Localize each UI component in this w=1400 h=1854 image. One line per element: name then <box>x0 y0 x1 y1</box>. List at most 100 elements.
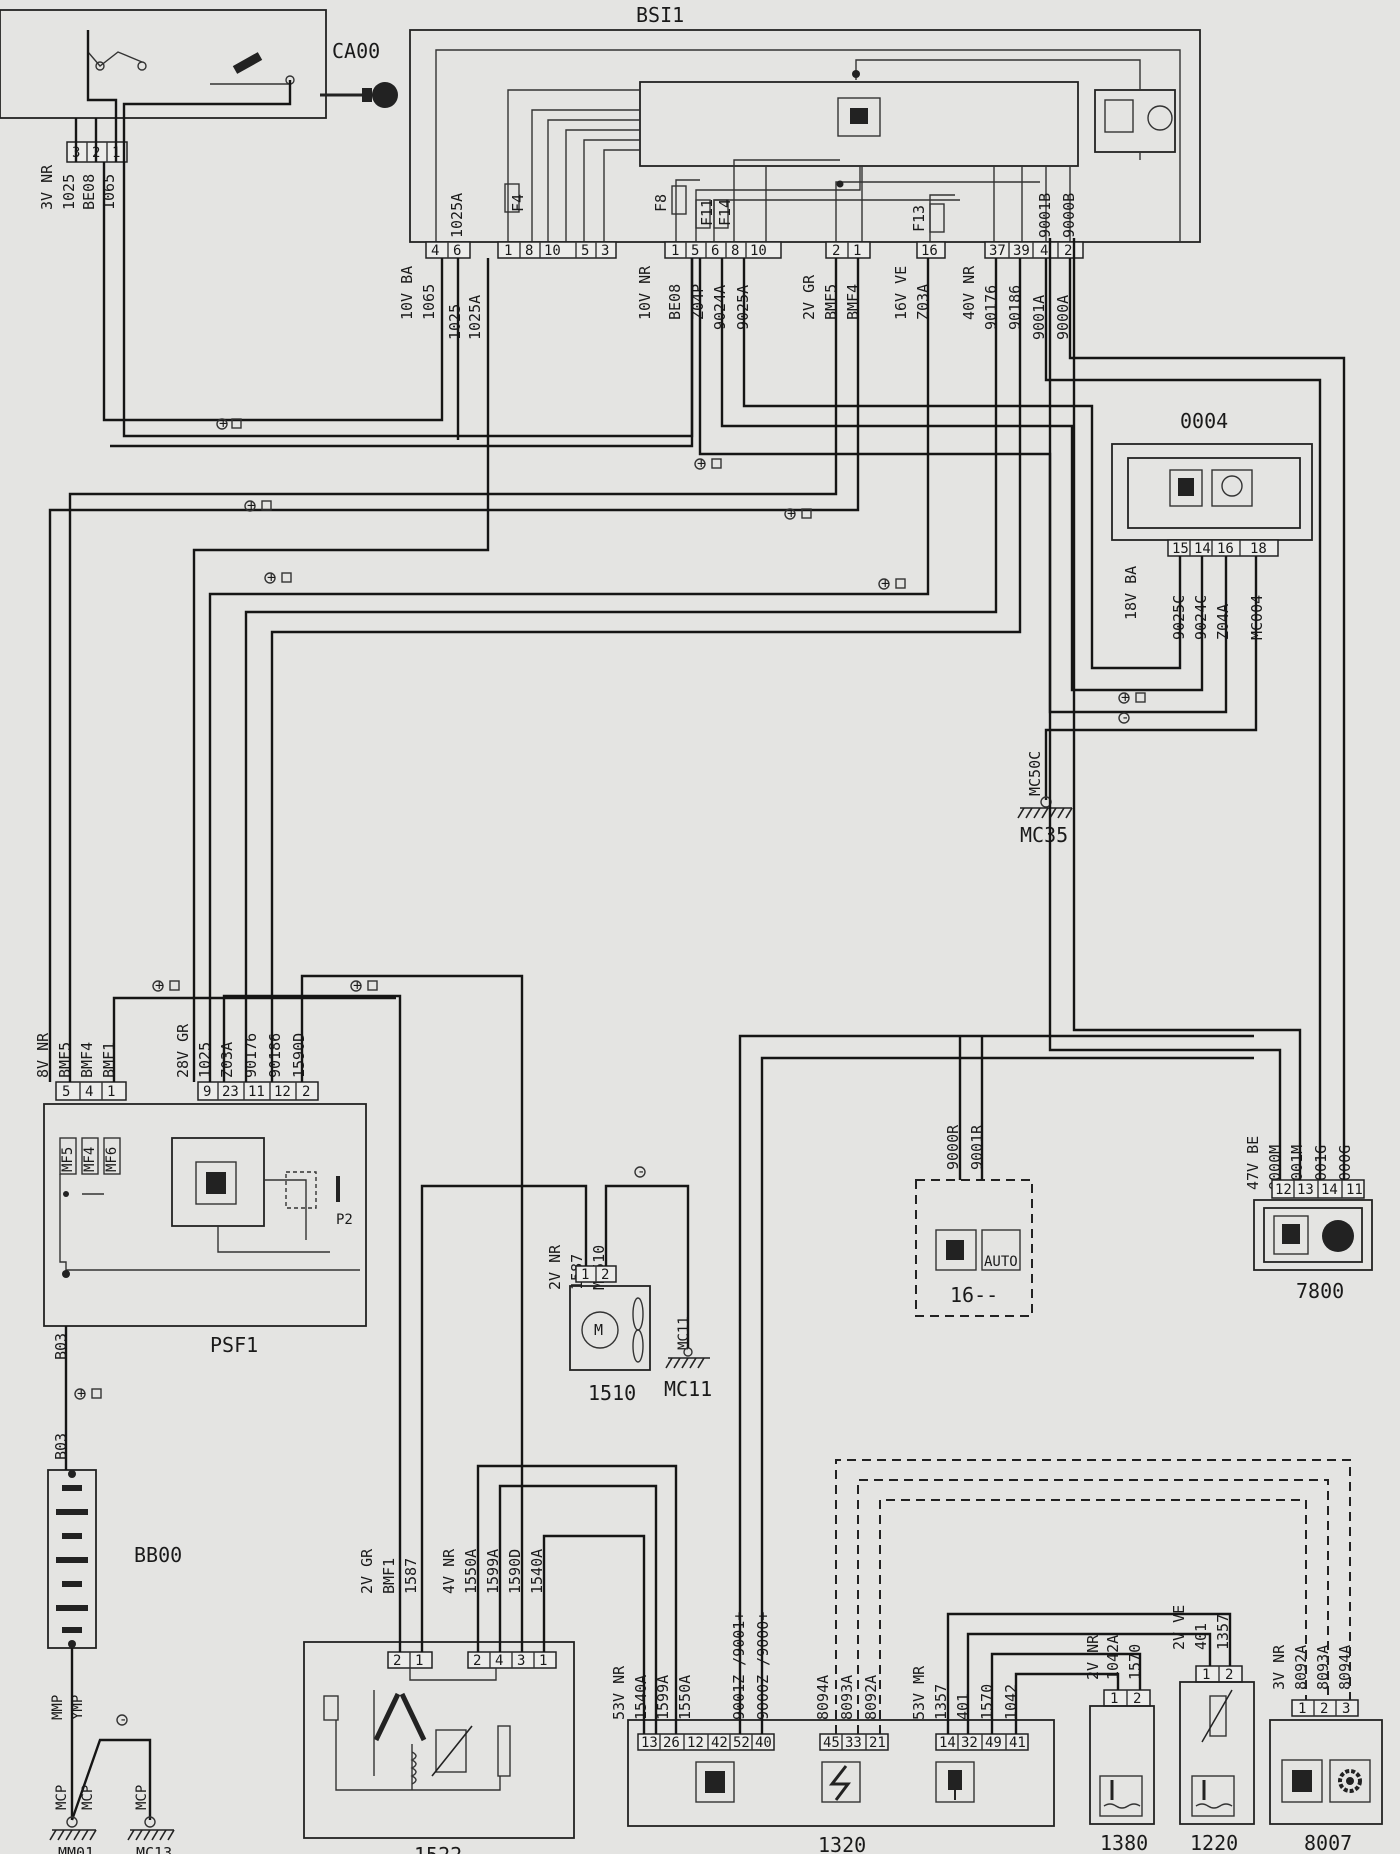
svg-text:1025: 1025 <box>60 174 78 210</box>
svg-text:9001A: 9001A <box>1030 295 1048 340</box>
svg-text:7800: 7800 <box>1296 1279 1344 1303</box>
svg-text:2: 2 <box>832 243 840 259</box>
svg-text:MF4: MF4 <box>82 1147 98 1172</box>
svg-text:BMF1: BMF1 <box>100 1042 118 1078</box>
svg-text:1: 1 <box>107 1084 115 1100</box>
svg-text:2V GR: 2V GR <box>800 274 818 320</box>
svg-text:2: 2 <box>473 1653 481 1669</box>
svg-text:32: 32 <box>961 1735 978 1751</box>
svg-text:13: 13 <box>641 1735 658 1751</box>
svg-text:+: + <box>247 498 255 514</box>
c8007-ecu-icon <box>1281 1759 1323 1803</box>
svg-text:1065: 1065 <box>100 174 118 210</box>
svg-text:40: 40 <box>755 1735 772 1751</box>
svg-text:18: 18 <box>1250 541 1267 557</box>
svg-text:1025A: 1025A <box>466 295 484 340</box>
bsi1-connectors: 4 6 1 8 10 5 3 1 5 6 8 10 2 1 16 37 39 4 <box>398 193 1084 340</box>
svg-text:9000B: 9000B <box>1060 193 1078 238</box>
svg-text:MC11: MC11 <box>664 1377 712 1401</box>
svg-text:39: 39 <box>1013 243 1030 259</box>
splice-plus-icon: + <box>216 416 242 432</box>
svg-text:49: 49 <box>985 1735 1002 1751</box>
svg-text:1025: 1025 <box>196 1042 214 1078</box>
svg-text:2: 2 <box>1064 243 1072 259</box>
ignition-spark-icon <box>821 1761 861 1803</box>
svg-text:B03: B03 <box>52 1333 70 1360</box>
svg-text:23: 23 <box>222 1084 239 1100</box>
svg-text:2: 2 <box>1133 1691 1141 1707</box>
svg-text:4: 4 <box>495 1653 503 1669</box>
svg-text:BB00: BB00 <box>134 1543 182 1567</box>
temp-sensor-icon <box>1099 1775 1143 1817</box>
svg-text:MC11: MC11 <box>676 1316 692 1350</box>
svg-text:90176: 90176 <box>982 285 1000 330</box>
svg-text:10: 10 <box>750 243 767 259</box>
svg-text:8093A: 8093A <box>1314 1645 1332 1690</box>
svg-text:2: 2 <box>1320 1701 1328 1717</box>
svg-text:15: 15 <box>1172 541 1189 557</box>
svg-text:3: 3 <box>1342 1701 1350 1717</box>
svg-text:8V NR: 8V NR <box>34 1032 52 1078</box>
svg-text:8094A: 8094A <box>1336 1645 1354 1690</box>
svg-text:BMF1: BMF1 <box>380 1558 398 1594</box>
svg-text:+: + <box>219 416 227 432</box>
svg-text:1042A: 1042A <box>1104 1635 1122 1680</box>
svg-text:+: + <box>155 978 163 994</box>
svg-text:F14: F14 <box>716 199 734 226</box>
dashed-harness <box>835 1459 1351 1734</box>
svg-text:1380: 1380 <box>1100 1831 1148 1854</box>
svg-text:1: 1 <box>1298 1701 1306 1717</box>
splice-plus-icon: + <box>1118 690 1146 706</box>
splice-plus-icon: + <box>244 498 272 514</box>
svg-text:1587: 1587 <box>402 1558 420 1594</box>
svg-text:+: + <box>77 1386 85 1402</box>
svg-text:21: 21 <box>869 1735 886 1751</box>
svg-text:2: 2 <box>302 1084 310 1100</box>
coolant-temp-icon <box>1191 1775 1235 1817</box>
wire-harness <box>48 30 1346 1734</box>
injector-icon <box>935 1761 975 1803</box>
c7800-ecu-icon <box>1273 1215 1309 1255</box>
svg-text:8094A: 8094A <box>814 1675 832 1720</box>
svg-text:1: 1 <box>1202 1667 1210 1683</box>
mc13-ground: MCP MC13 <box>127 1785 175 1854</box>
svg-text:1540A: 1540A <box>528 1549 546 1594</box>
svg-text:MMP: MMP <box>50 1695 66 1720</box>
svg-text:8007: 8007 <box>1304 1831 1352 1854</box>
c1380-component: 2V NR 1042A 1570 1 2 1380 <box>1084 1634 1155 1854</box>
svg-text:2: 2 <box>393 1653 401 1669</box>
svg-text:8: 8 <box>525 243 533 259</box>
svg-text:40V NR: 40V NR <box>960 265 978 320</box>
bsi1-box <box>409 29 1201 243</box>
splice-plus-icon: + <box>350 978 378 994</box>
svg-text:Z03A: Z03A <box>218 1042 236 1078</box>
svg-text:F11: F11 <box>698 199 716 226</box>
svg-text:47V BE: 47V BE <box>1244 1136 1262 1190</box>
svg-text:37: 37 <box>989 243 1006 259</box>
splice-minus-icon: - <box>1118 710 1130 726</box>
svg-text:+: + <box>881 576 889 592</box>
svg-text:4V NR: 4V NR <box>440 1548 458 1594</box>
svg-text:2V VE: 2V VE <box>1170 1605 1188 1650</box>
psf1-box <box>43 1103 367 1327</box>
svg-text:1220: 1220 <box>1190 1831 1238 1854</box>
svg-text:Z04A: Z04A <box>1214 604 1232 640</box>
svg-text:9000R: 9000R <box>944 1124 962 1170</box>
svg-text:1357: 1357 <box>1214 1614 1232 1650</box>
svg-text:1025: 1025 <box>446 304 464 340</box>
svg-text:14: 14 <box>1321 1182 1338 1198</box>
svg-text:1: 1 <box>853 243 861 259</box>
c004-component: 0004 15 14 16 18 18V BA 9025C 9024C Z04A… <box>1111 409 1313 640</box>
svg-text:8093A: 8093A <box>838 1675 856 1720</box>
svg-text:10V NR: 10V NR <box>636 265 654 320</box>
svg-text:8092A: 8092A <box>1292 1645 1310 1690</box>
svg-text:16: 16 <box>1217 541 1234 557</box>
fuse-f13: F13 <box>910 203 945 233</box>
svg-text:MCP: MCP <box>80 1785 96 1810</box>
psf1-component: MF5 MF4 MF6 P2 PSF1 5 4 1 9 23 11 12 2 <box>34 1023 367 1360</box>
svg-text:MCP: MCP <box>54 1785 70 1810</box>
svg-text:4: 4 <box>431 243 439 259</box>
svg-text:90186: 90186 <box>1006 285 1024 330</box>
svg-text:10V BA: 10V BA <box>398 266 416 320</box>
